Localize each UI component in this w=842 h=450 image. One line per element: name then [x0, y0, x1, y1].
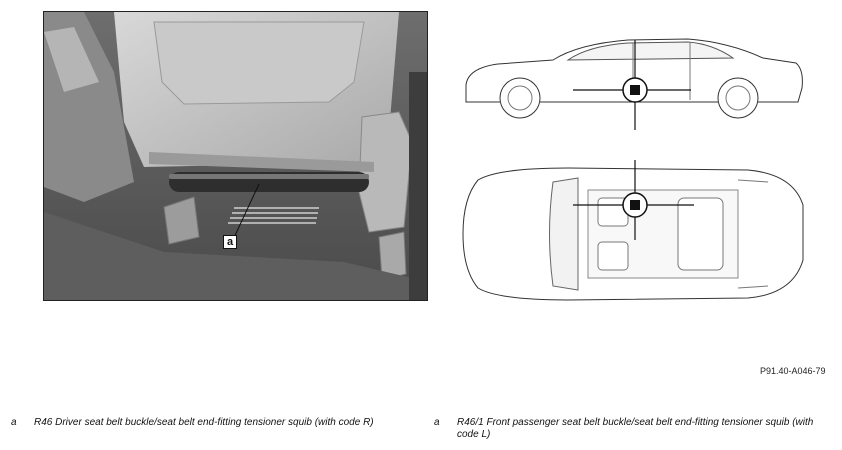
car-top-view: [458, 160, 808, 310]
legend-key: a: [11, 417, 17, 428]
legend-description: R46 Driver seat belt buckle/seat belt en…: [34, 417, 374, 428]
figure-code: P91.40-A046-79: [760, 366, 826, 376]
seat-photo: [43, 11, 428, 301]
callout-a: a: [223, 235, 237, 249]
car-top-view-drawing: [462, 160, 804, 301]
car-side-view: [458, 30, 808, 130]
car-side-view-drawing: [465, 38, 803, 130]
legend-key: a: [434, 417, 440, 428]
seat-photo-illustration: [44, 12, 427, 300]
legend-description: R46/1 Front passenger seat belt buckle/s…: [457, 417, 814, 440]
